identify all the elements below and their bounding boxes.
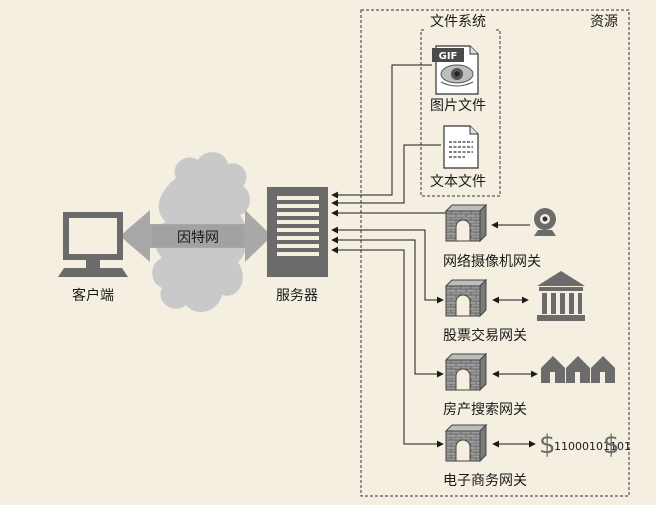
- image-file-icon: GIF: [432, 45, 479, 95]
- realestate-gateway-icon: [445, 353, 487, 391]
- houses-icon: [541, 356, 615, 383]
- server-label: 服务器: [276, 288, 318, 304]
- resources-title: 资源: [590, 14, 618, 30]
- link-ecommerce-gateway: [331, 246, 444, 448]
- link-image-file: [331, 64, 432, 199]
- ecommerce-data-stream: 11000101101: [554, 440, 631, 453]
- server-icon: [267, 187, 328, 277]
- webcam-gateway-label: 网络摄像机网关: [443, 254, 541, 270]
- client-computer-icon: [58, 212, 128, 277]
- internet-label: 因特网: [177, 230, 219, 246]
- webcam-icon: [534, 208, 556, 236]
- stock-gateway-icon: [445, 279, 487, 317]
- stock-exchange-icon: [537, 271, 585, 321]
- ecommerce-gateway-label: 电子商务网关: [443, 473, 527, 489]
- filesystem-title: 文件系统: [430, 14, 486, 30]
- stock-gateway-label: 股票交易网关: [443, 327, 527, 344]
- text-file-icon: [443, 125, 479, 169]
- webcam-gateway-icon: [445, 204, 487, 242]
- gif-badge: GIF: [439, 51, 458, 62]
- image-file-label: 图片文件: [430, 98, 486, 114]
- text-file-label: 文本文件: [430, 174, 486, 190]
- client-label: 客户端: [72, 287, 114, 304]
- dollar-left-icon: $: [539, 430, 556, 460]
- internet-link-arrow: [120, 210, 272, 262]
- connector-lines: [331, 64, 446, 448]
- link-text-file: [331, 144, 441, 207]
- ecommerce-gateway-icon: [445, 424, 487, 462]
- resources-boundary: [360, 9, 630, 497]
- filesystem-title-bg: [426, 11, 496, 31]
- realestate-gateway-label: 房产搜索网关: [443, 401, 527, 418]
- link-realestate-gateway: [331, 236, 444, 378]
- dollar-right-icon: $: [603, 430, 620, 460]
- filesystem-boundary: [420, 29, 501, 197]
